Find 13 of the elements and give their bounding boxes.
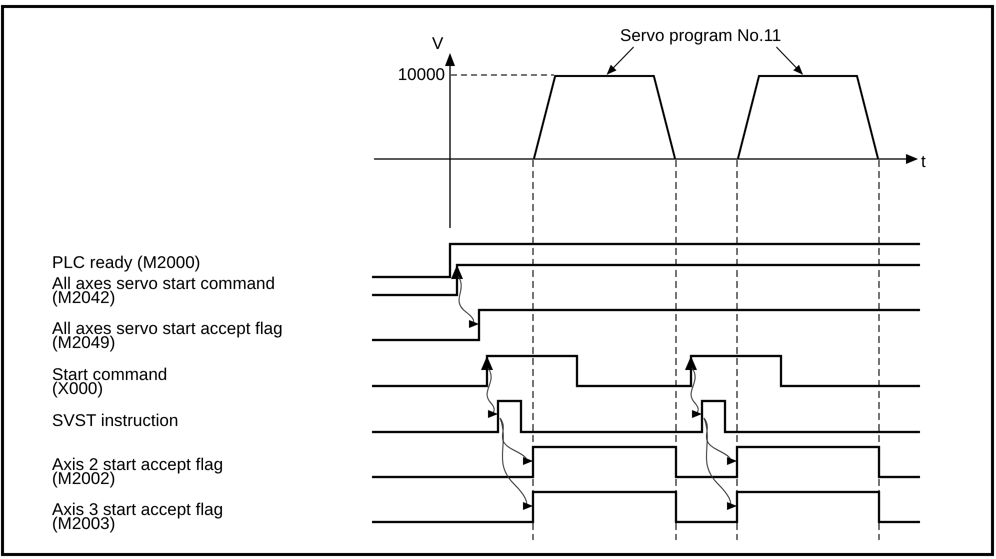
axis-label: V [432, 37, 444, 51]
axis-label: 10000 [398, 68, 445, 82]
leader-line [606, 46, 634, 75]
signal-name: SVST instruction [52, 414, 178, 428]
signal-name: PLC ready (M2000) [52, 256, 200, 270]
leader-line [776, 46, 804, 75]
signal-name: All axes servo start command (M2042) [52, 277, 276, 305]
axis-label: t [921, 155, 926, 169]
signal-name: All axes servo start accept flag (M2049) [52, 322, 284, 350]
callout-text: Servo program No.11 [620, 27, 782, 45]
signal-name: Start command (X000) [52, 368, 168, 396]
signal-name: Axis 2 start accept flag (M2002) [52, 458, 224, 486]
signal-name: Axis 3 start accept flag (M2003) [52, 503, 224, 531]
